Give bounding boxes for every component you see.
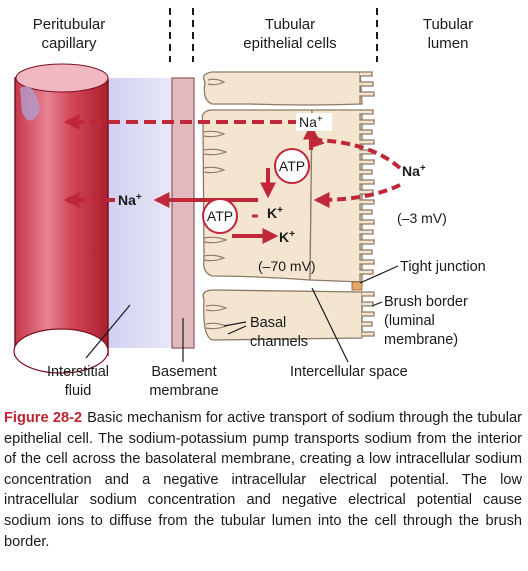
lumen-label-2: lumen	[428, 35, 469, 52]
interstitial-fluid	[106, 78, 172, 348]
k-upper-label: K+	[267, 205, 283, 221]
atp-pump-top: ATP	[274, 148, 310, 184]
brush-border	[359, 71, 375, 337]
peritubular-label-2: capillary	[41, 35, 97, 52]
basement-membrane-label-2: membrane	[149, 383, 218, 399]
basal-channels-label-1: Basal	[250, 315, 286, 331]
brush-border-label-3: membrane)	[384, 332, 458, 348]
atp-top-label: ATP	[279, 158, 305, 174]
brush-border-label-2: (luminal	[384, 313, 435, 329]
caption-text: Basic mechanism for active transport of …	[4, 410, 522, 550]
figure-number: Figure 28-2	[4, 410, 83, 426]
tubular-cells-label-2: epithelial cells	[243, 35, 336, 52]
peritubular-label-1: Peritubular	[33, 16, 106, 33]
basement-membrane-label-1: Basement	[151, 364, 216, 380]
epithelial-cells	[201, 71, 363, 341]
transport-diagram: ATP ATP Na+ Na+ Na+ K+ K+ (–70 mV) (–3 m…	[13, 8, 486, 399]
interstitial-fluid-label-2: fluid	[65, 383, 92, 399]
brush-border-label-1: Brush border	[384, 294, 468, 310]
callout-lines	[85, 265, 399, 363]
intercellular-space-label: Intercellular space	[290, 364, 408, 380]
na-top-label: Na+	[299, 114, 323, 130]
peritubular-capillary	[13, 63, 109, 374]
atp-pump-bottom: ATP	[202, 198, 238, 234]
lumen-label-1: Tubular	[423, 16, 473, 33]
column-dividers	[169, 8, 378, 62]
k-lower-label: K+	[279, 229, 295, 245]
tight-junction-label: Tight junction	[400, 259, 486, 275]
tight-junction	[351, 281, 363, 291]
tubular-cells-label-1: Tubular	[265, 16, 315, 33]
cell-potential-label: (–70 mV)	[258, 258, 316, 274]
na-interstitial-label: Na+	[118, 192, 142, 208]
na-lumen-label: Na+	[402, 163, 426, 179]
interstitial-fluid-label-1: Interstitial	[47, 364, 109, 380]
basement-membrane	[171, 77, 195, 349]
na-lumen-to-cell-arrow	[309, 130, 402, 170]
atp-bottom-label: ATP	[207, 208, 233, 224]
basal-channels-label-2: channels	[250, 334, 308, 350]
lumen-potential-label: (–3 mV)	[397, 210, 447, 226]
na-lumen-to-cell-arrow-lower	[313, 183, 401, 208]
